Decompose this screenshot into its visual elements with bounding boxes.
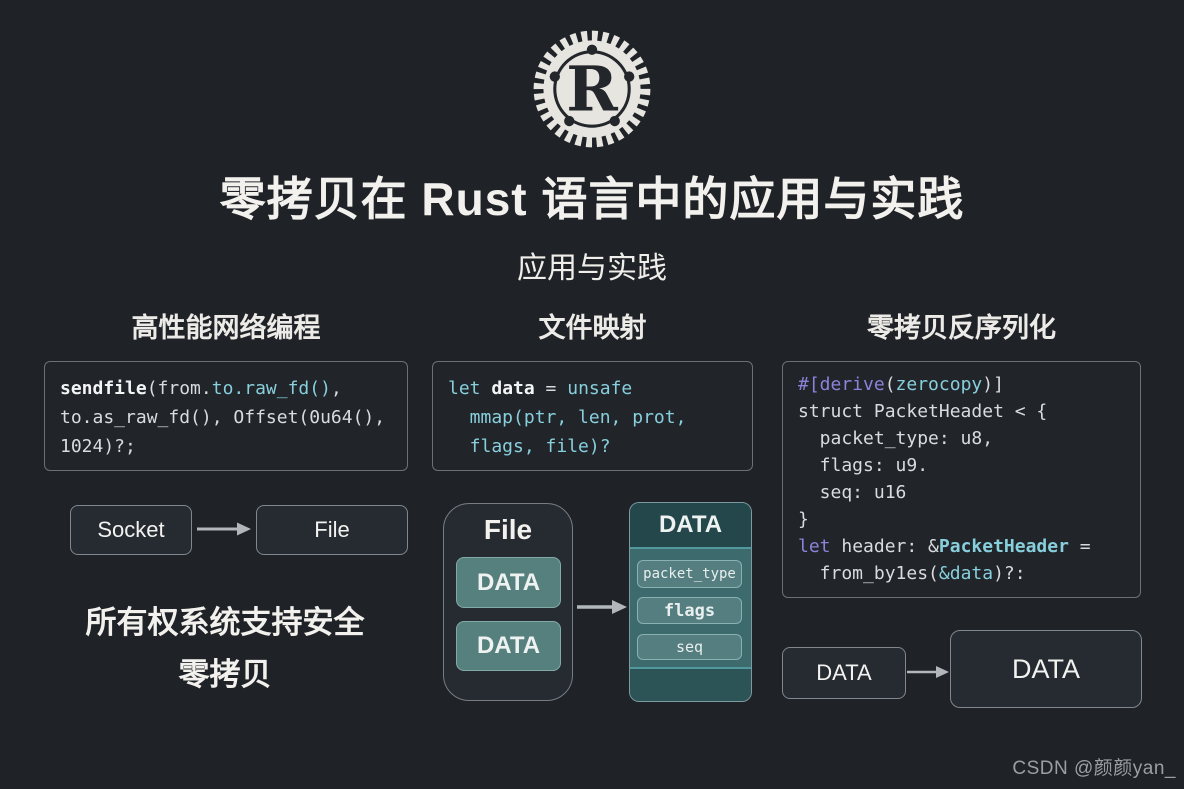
svg-text:R: R	[566, 53, 618, 126]
code-line: to.as_raw_fd(), Offset(0u64(),	[60, 407, 386, 428]
file-container: File DATA DATA	[443, 503, 573, 701]
code-block-mmap: let data = unsafe mmap(ptr, len, prot, f…	[432, 361, 753, 471]
code-line: }	[798, 509, 809, 530]
code-line: sendfile(from.to.raw_fd(),	[60, 378, 342, 399]
code-line: packet_type: u8,	[798, 428, 994, 449]
field-packet-type: packet_type	[637, 560, 742, 588]
caption-line: 零拷贝	[178, 657, 272, 692]
code-line: struct PacketHeadet < {	[798, 401, 1048, 422]
arrow-right-icon	[907, 666, 949, 678]
code-line: from_by1es(&data)?:	[798, 563, 1026, 584]
code-line: flags: u9.	[798, 455, 929, 476]
data-structure-panel: DATA packet_type flags seq	[629, 502, 752, 702]
ownership-caption: 所有权系统支持安全 零拷贝	[20, 597, 430, 701]
code-line: let data = unsafe	[448, 378, 633, 399]
arrow-right-icon	[197, 522, 251, 536]
file-container-title: File	[483, 514, 533, 545]
panel-footer	[630, 667, 751, 701]
code-line: #[derive(zerocopy)]	[798, 374, 1004, 395]
arrow-right-icon	[577, 600, 627, 614]
data-source-box: DATA	[782, 647, 906, 699]
data-block: DATA	[456, 557, 561, 608]
page-subtitle: 应用与实践	[517, 252, 667, 285]
heading-mmap: 文件映射	[538, 313, 647, 343]
file-dest-box: File	[256, 505, 408, 555]
code-line: flags, file)?	[448, 436, 611, 457]
rust-logo-icon: R	[533, 30, 651, 148]
code-line: seq: u16	[798, 482, 907, 503]
panel-header: DATA	[630, 503, 751, 549]
field-flags: flags	[637, 597, 742, 624]
code-line: 1024)?;	[60, 436, 136, 457]
data-dest-box: DATA	[950, 630, 1142, 708]
code-block-sendfile: sendfile(from.to.raw_fd(), to.as_raw_fd()…	[44, 361, 408, 471]
heading-zerocopy: 零拷贝反序列化	[867, 313, 1056, 343]
code-line: mmap(ptr, len, prot,	[448, 407, 687, 428]
watermark: CSDN @颜颜yan_	[1012, 758, 1176, 779]
page-title: 零拷贝在 Rust 语言中的应用与实践	[219, 173, 965, 225]
socket-box: Socket	[70, 505, 192, 555]
code-block-zerocopy: #[derive(zerocopy)] struct PacketHeadet <…	[782, 361, 1141, 598]
data-block: DATA	[456, 621, 561, 671]
field-seq: seq	[637, 634, 742, 660]
code-line: let header: &PacketHeader =	[798, 536, 1091, 557]
caption-line: 所有权系统支持安全	[85, 605, 365, 640]
heading-network: 高性能网络编程	[131, 313, 321, 343]
